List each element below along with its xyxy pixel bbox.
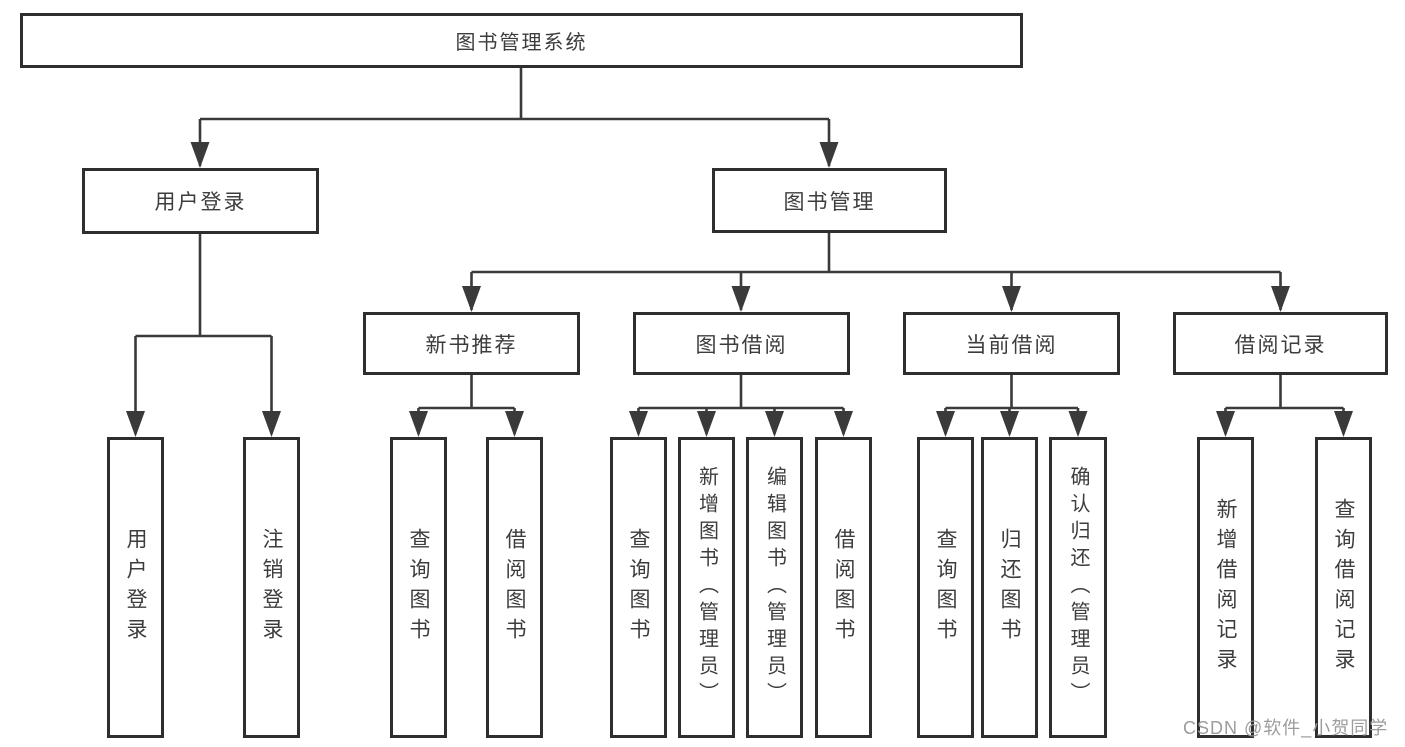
- leaf-add-book-admin: 新增图书（管理员）: [678, 437, 735, 738]
- leaf-borrow-books-recommend: 借阅图书: [486, 437, 543, 738]
- node-book-borrowing: 图书借阅: [633, 312, 850, 375]
- csdn-watermark: CSDN @软件_小贺同学: [1183, 718, 1389, 738]
- node-library-management-system: 图书管理系统: [20, 13, 1023, 68]
- leaf-logout: 注销登录: [243, 437, 300, 738]
- leaf-query-books-borrowing: 查询图书: [610, 437, 667, 738]
- leaf-add-borrow-record: 新增借阅记录: [1197, 437, 1254, 738]
- node-new-book-recommendation: 新书推荐: [363, 312, 580, 375]
- leaf-query-books-recommend: 查询图书: [390, 437, 447, 738]
- leaf-edit-book-admin: 编辑图书（管理员）: [746, 437, 803, 738]
- node-book-management: 图书管理: [712, 168, 947, 233]
- leaf-user-login: 用户登录: [107, 437, 164, 738]
- node-user-login: 用户登录: [82, 168, 319, 234]
- leaf-query-borrow-record: 查询借阅记录: [1315, 437, 1372, 738]
- arrowheads: [126, 142, 1353, 437]
- leaf-return-book: 归还图书: [981, 437, 1038, 738]
- leaf-borrow-books: 借阅图书: [815, 437, 872, 738]
- node-borrowing-records: 借阅记录: [1173, 312, 1388, 375]
- node-current-borrowing: 当前借阅: [903, 312, 1120, 375]
- leaf-query-books-current: 查询图书: [917, 437, 974, 738]
- leaf-confirm-return-admin: 确认归还（管理员）: [1049, 437, 1107, 738]
